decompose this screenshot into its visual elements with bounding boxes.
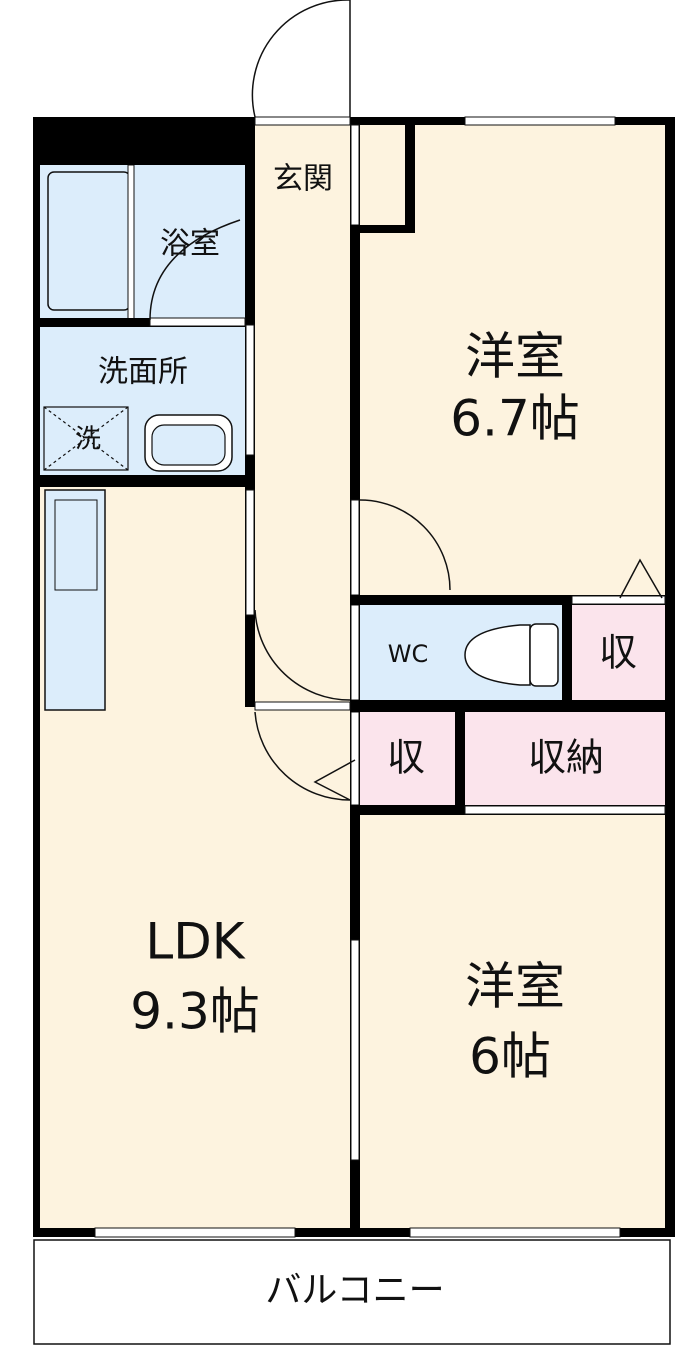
bathtub [47, 171, 131, 311]
balcony-label: バルコニー [265, 1270, 444, 1311]
balcony [33, 1239, 671, 1345]
storage-closet-label: 収納 [528, 736, 604, 780]
entrance-door [251, 0, 351, 118]
storage-1-label: 収 [599, 631, 637, 675]
washroom-label: 洗面所 [98, 355, 188, 390]
wc-label: WC [388, 640, 429, 668]
toilet [464, 624, 531, 686]
western-room-1-size: 6.7帖 [450, 390, 580, 448]
western-room-1-name: 洋室 [465, 328, 565, 386]
ldk-name: LDK [145, 913, 245, 971]
window [409, 1227, 621, 1238]
western-room-2 [360, 815, 665, 1228]
storage-1 [572, 605, 665, 700]
storage-2 [360, 712, 455, 805]
entrance-label: 玄関 [273, 162, 333, 197]
window [464, 116, 616, 126]
washer-label: 洗 [75, 425, 101, 455]
window [94, 1227, 296, 1238]
storage-closet [465, 712, 665, 805]
western-room-2-name: 洋室 [465, 958, 565, 1016]
bathroom-label: 浴室 [160, 227, 220, 262]
ldk-size: 9.3帖 [130, 983, 260, 1041]
western-room-2-size: 6帖 [469, 1028, 551, 1086]
kitchen-counter [44, 489, 106, 711]
storage-2-label: 収 [387, 736, 425, 780]
washer-space [43, 406, 129, 471]
